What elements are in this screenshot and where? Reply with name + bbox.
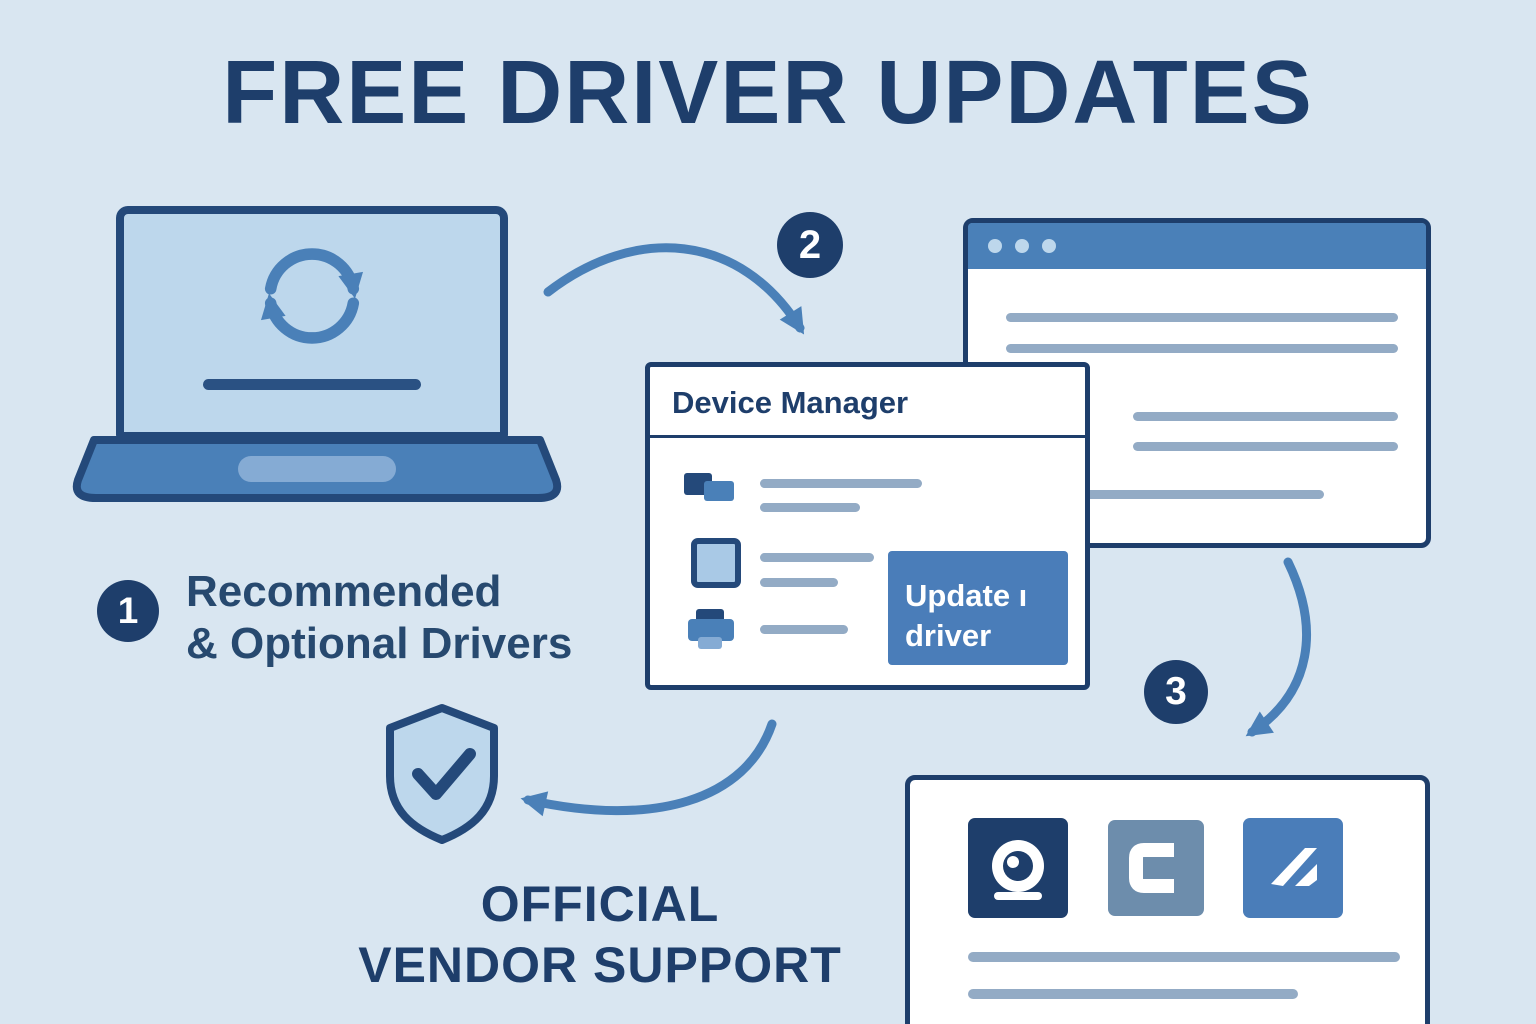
device-manager-window: Device Manager Update ı driver	[645, 362, 1090, 690]
footer-line2: VENDOR SUPPORT	[358, 937, 842, 993]
footer-line1: OFFICIAL	[480, 876, 720, 932]
step-2-number: 2	[798, 222, 822, 267]
update-driver-button-label-line2: driver	[905, 618, 992, 653]
window-control-dot-icon	[1042, 239, 1056, 253]
arrow-browser-to-vendor-window	[1245, 557, 1311, 737]
c-vendor-logo-icon	[1129, 843, 1174, 893]
official-vendor-support-label: OFFICIAL VENDOR SUPPORT	[250, 874, 950, 996]
vendor-logo-tile-2	[1108, 820, 1204, 916]
text-placeholder-line	[760, 479, 922, 488]
step-1-label-line1: Recommended	[186, 567, 502, 616]
laptop-screen	[116, 206, 508, 440]
text-placeholder-line	[760, 503, 860, 512]
eye-vendor-logo-icon	[992, 840, 1044, 900]
text-placeholder-line	[968, 989, 1298, 999]
laptop-touchpad	[238, 456, 396, 482]
arrow-device-manager-to-shield	[520, 719, 777, 817]
screen-text-placeholder	[203, 379, 421, 390]
text-placeholder-line	[760, 625, 848, 634]
page-title: FREE DRIVER UPDATES	[222, 43, 1314, 143]
step-1-badge: 1	[97, 580, 159, 642]
step-1-label-line2: & Optional Drivers	[186, 618, 573, 668]
text-placeholder-line	[1006, 344, 1398, 353]
device-manager-title: Device Manager	[672, 385, 909, 420]
printer-device-icon	[688, 609, 734, 649]
vendor-support-window	[905, 775, 1430, 1024]
step-1-label: Recommended & Optional Drivers	[186, 566, 572, 670]
step-2-badge: 2	[777, 212, 843, 278]
text-placeholder-line	[1006, 313, 1398, 322]
vendor-logo-tile-3	[1243, 818, 1343, 918]
browser-titlebar	[968, 223, 1426, 269]
text-placeholder-line	[1006, 490, 1324, 499]
divider	[650, 435, 1085, 438]
laptop-illustration	[70, 206, 564, 508]
shield-check-icon	[386, 704, 498, 844]
text-placeholder-line	[760, 578, 838, 587]
step-3-number: 3	[1165, 670, 1187, 713]
display-device-icon	[691, 538, 741, 588]
text-placeholder-line	[968, 952, 1400, 962]
text-placeholder-line	[760, 553, 874, 562]
refresh-sync-icon	[260, 248, 364, 344]
arrow-laptop-to-device-manager	[543, 243, 805, 335]
vendor-logo-tile-1	[968, 818, 1068, 918]
text-placeholder-line	[1133, 412, 1398, 421]
step-1-number: 1	[117, 590, 139, 631]
window-control-dot-icon	[1015, 239, 1029, 253]
step-3-badge: 3	[1144, 660, 1208, 724]
gpu-device-icon	[684, 473, 734, 501]
text-placeholder-line	[1133, 442, 1398, 451]
laptop-base	[72, 436, 562, 502]
window-control-dot-icon	[988, 239, 1002, 253]
sail-vendor-logo-icon	[1271, 848, 1317, 886]
update-driver-button-label-line1: Update ı	[905, 578, 1028, 614]
update-driver-button[interactable]: Update ı driver	[888, 551, 1068, 665]
